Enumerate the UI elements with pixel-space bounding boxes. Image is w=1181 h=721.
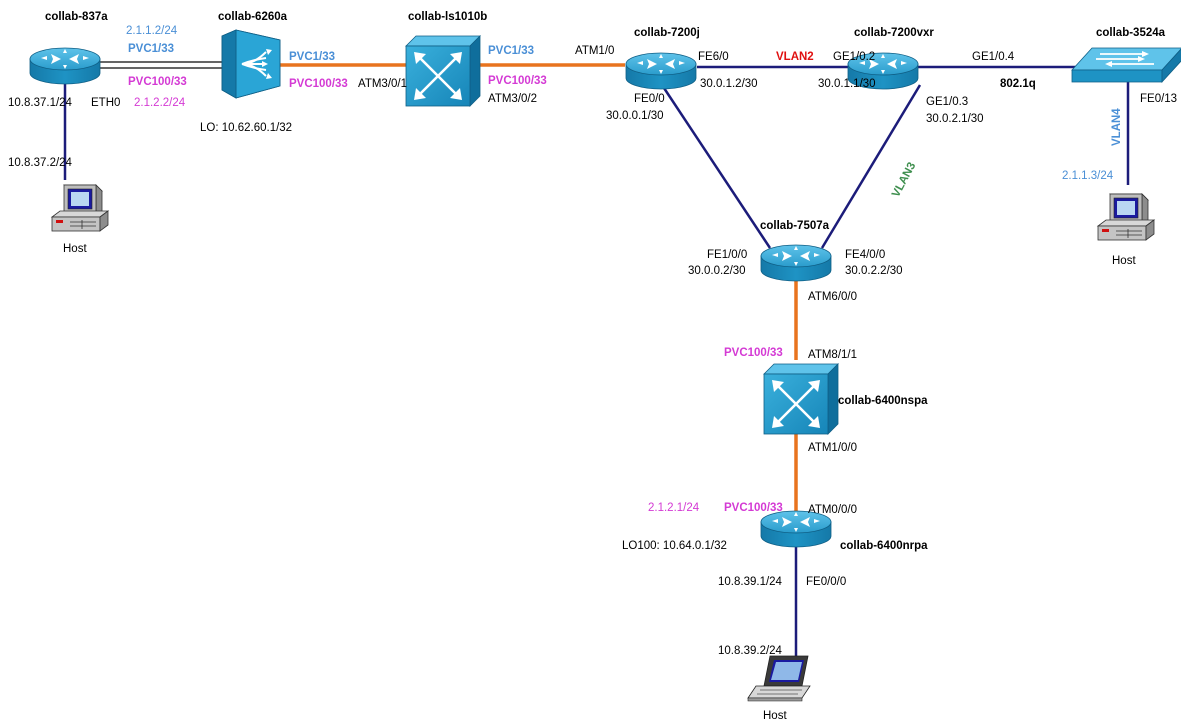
label-vlan3: VLAN3 — [890, 160, 918, 199]
label-host-left-ip: 10.8.37.2/24 — [8, 157, 73, 169]
workstation-host-left-icon — [51, 184, 109, 232]
label-7200j-fe60-ip: 30.0.1.2/30 — [700, 78, 758, 90]
label-7507-fe400-ip: 30.0.2.2/30 — [845, 265, 903, 277]
device-name-3524a: collab-3524a — [1096, 27, 1166, 39]
label-7200j-fe60: FE6/0 — [698, 51, 729, 63]
label-ls-pvc1: PVC1/33 — [488, 45, 534, 57]
label-host-right-ip: 2.1.1.3/24 — [1062, 170, 1114, 182]
device-name-7200j: collab-7200j — [634, 27, 700, 39]
device-name-6400nrpa: collab-6400nrpa — [840, 540, 928, 552]
links — [63, 61, 1130, 665]
label-837a-pvc1: PVC1/33 — [128, 43, 174, 55]
label-3524-fe013: FE0/13 — [1140, 93, 1177, 105]
label-7507-atm600: ATM6/0/0 — [808, 291, 857, 303]
host-label-left: Host — [63, 243, 87, 255]
label-nspa-atm100: ATM1/0/0 — [808, 442, 857, 454]
label-7200vxr-ge103-ip: 30.0.2.1/30 — [926, 113, 984, 125]
device-name-ls1010b: collab-ls1010b — [408, 11, 487, 23]
link-7200vxr-7507a — [820, 84, 922, 249]
router-7200j-icon — [625, 52, 697, 90]
label-ls-atm302: ATM3/0/2 — [488, 93, 537, 105]
label-6260a-pvc100: PVC100/33 — [289, 78, 348, 90]
label-nrpa-lo100: LO100: 10.64.0.1/32 — [622, 540, 727, 552]
label-nrpa-pvc100: PVC100/33 — [724, 502, 783, 514]
router-837a-icon — [29, 47, 101, 85]
workstation-host-right-icon — [1097, 193, 1155, 241]
device-name-7200vxr: collab-7200vxr — [854, 27, 934, 39]
link-7200j-7507a — [660, 84, 772, 249]
laptop-host-bottom-icon — [747, 655, 811, 702]
label-7507-fe100: FE1/0/0 — [707, 249, 747, 261]
host-label-right: Host — [1112, 255, 1136, 267]
label-7200vxr-ge102: GE1/0.2 — [833, 51, 875, 63]
label-nrpa-ip-pvc: 2.1.2.1/24 — [648, 502, 700, 514]
device-name-6260a: collab-6260a — [218, 11, 288, 23]
label-nspa-atm811: ATM8/1/1 — [808, 349, 857, 361]
label-7507-fe100-ip: 30.0.0.2/30 — [688, 265, 746, 277]
label-6260a-pvc1: PVC1/33 — [289, 51, 335, 63]
label-dot1q: 802.1q — [1000, 78, 1036, 90]
label-7200j-atm10: ATM1/0 — [575, 45, 614, 57]
device-name-7507a: collab-7507a — [760, 220, 830, 232]
device-name-837a: collab-837a — [45, 11, 108, 23]
label-nrpa-ip: 10.8.39.1/24 — [718, 576, 783, 588]
label-vlan4: VLAN4 — [1111, 108, 1123, 146]
atm-switch-ls1010b-icon — [404, 34, 482, 108]
label-837a-eth0: ETH0 — [91, 97, 120, 109]
device-name-6400nspa: collab-6400nspa — [838, 395, 928, 407]
label-nrpa-fe000: FE0/0/0 — [806, 576, 846, 588]
label-host-bottom-ip: 10.8.39.2/24 — [718, 645, 783, 657]
label-7200vxr-ge104: GE1/0.4 — [972, 51, 1015, 63]
label-ls-atm301: ATM3/0/1 — [358, 78, 407, 90]
label-7507-fe400: FE4/0/0 — [845, 249, 885, 261]
atm-switch-6400nspa-icon — [762, 362, 840, 436]
router-6400nrpa-icon — [760, 510, 832, 548]
label-837a-pvc100: PVC100/33 — [128, 76, 187, 88]
label-7200j-fe00: FE0/0 — [634, 93, 665, 105]
label-837a-ip: 10.8.37.1/24 — [8, 97, 73, 109]
label-6260a-lo: LO: 10.62.60.1/32 — [200, 122, 292, 134]
label-7200vxr-ge102-ip: 30.0.1.1/30 — [818, 78, 876, 90]
label-837a-pvc-ip: 2.1.1.2/24 — [126, 25, 178, 37]
label-vlan2: VLAN2 — [776, 51, 814, 63]
router-7507a-icon — [760, 244, 832, 282]
label-nspa-pvc100: PVC100/33 — [724, 347, 783, 359]
label-ls-pvc100: PVC100/33 — [488, 75, 547, 87]
label-837a-eth-ip: 2.1.2.2/24 — [134, 97, 186, 109]
label-nrpa-atm000: ATM0/0/0 — [808, 504, 857, 516]
label-7200j-fe00-ip: 30.0.0.1/30 — [606, 110, 664, 122]
host-label-bottom: Host — [763, 710, 787, 721]
dslam-6260a-icon — [221, 29, 281, 99]
ethernet-switch-3524a-icon — [1071, 47, 1181, 84]
label-7200vxr-ge103: GE1/0.3 — [926, 96, 968, 108]
